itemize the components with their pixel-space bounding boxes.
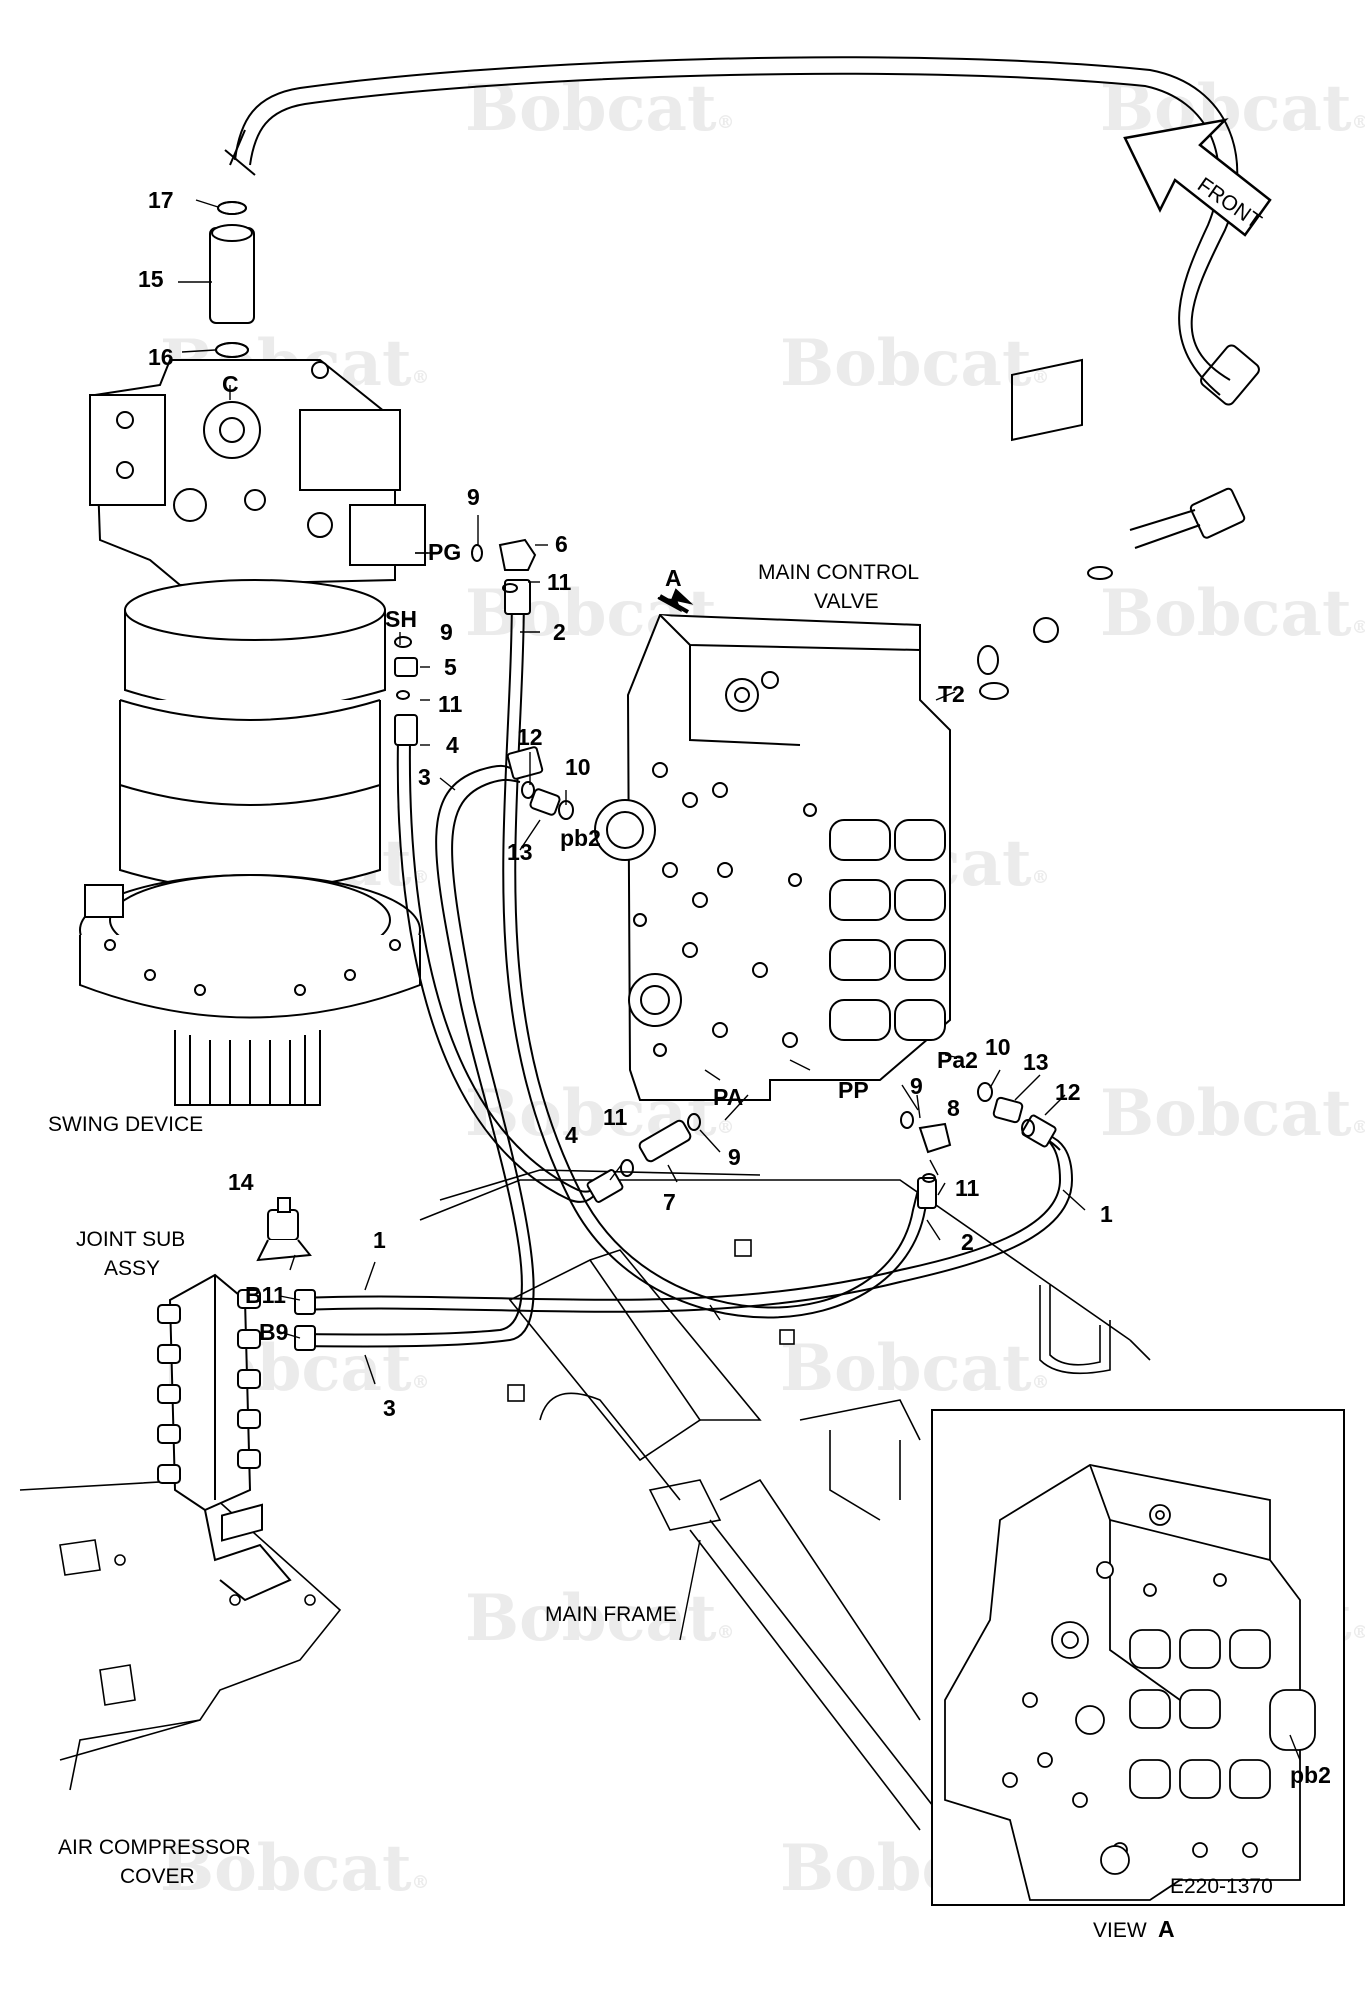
watermark-reg-mark: ®	[1032, 867, 1050, 888]
hose-to-t2	[224, 56, 1260, 675]
joint-sub-assy-label-line1: JOINT SUB	[76, 1228, 185, 1251]
watermark-reg-mark: ®	[1032, 367, 1050, 388]
watermark-reg-mark: ®	[1352, 1622, 1365, 1643]
watermark-text: Bobcat®	[1100, 576, 1365, 651]
callout-4-upper: 4	[446, 732, 459, 758]
watermark-reg-mark: ®	[1352, 617, 1365, 638]
drawing-number: E220-1370	[1170, 1875, 1273, 1898]
callout-3-lower: 3	[383, 1395, 396, 1421]
view-a-inset	[931, 1409, 1345, 1906]
callout-6: 6	[555, 531, 568, 557]
callout-2-upper: 2	[553, 619, 566, 645]
watermark-reg-mark: ®	[1352, 1117, 1365, 1138]
joint-sub-assy	[157, 1197, 312, 1602]
watermark-reg-mark: ®	[412, 1372, 430, 1393]
text-labels: SWING DEVICE MAIN CONTROL VALVE JOINT SU…	[48, 561, 1273, 1942]
callout-3-upper: 3	[418, 764, 431, 790]
watermark-reg-mark: ®	[412, 367, 430, 388]
callout-7: 7	[663, 1189, 676, 1215]
callout-17: 17	[148, 187, 174, 213]
callout-9-sh: 9	[440, 619, 453, 645]
main-control-valve-label-line1: MAIN CONTROL	[758, 561, 919, 584]
watermark-reg-mark: ®	[717, 1622, 735, 1643]
watermark-text: Bobcat®	[780, 1331, 1050, 1406]
callout-1-right: 1	[1100, 1201, 1113, 1227]
callout-1-left: 1	[373, 1227, 386, 1253]
callout-4-lower: 4	[565, 1122, 578, 1148]
view-a-caption-prefix: VIEW	[1093, 1919, 1147, 1942]
callout-9-pa: 9	[728, 1144, 741, 1170]
callout-10-upper: 10	[565, 754, 591, 780]
port-b9-label: B9	[259, 1319, 288, 1345]
port-labels: C PG SH T2 pb2 PA PP Pa2 B11 B9 pb2	[222, 371, 1331, 1788]
port-pb2-label: pb2	[560, 825, 601, 851]
joint-sub-assy-label-line2: ASSY	[104, 1257, 160, 1280]
watermark-reg-mark: ®	[1352, 112, 1365, 133]
watermark-reg-mark: ®	[1032, 1372, 1050, 1393]
watermark-reg-mark: ®	[717, 112, 735, 133]
port-pa-label: PA	[713, 1084, 743, 1110]
port-c-label: C	[222, 371, 239, 397]
watermark-text: Bobcat®	[780, 326, 1050, 401]
watermark-reg-mark: ®	[717, 1117, 735, 1138]
leader-lines	[178, 199, 1086, 1641]
callout-12-lower: 12	[1055, 1079, 1081, 1105]
callout-11-lower-right: 11	[955, 1175, 980, 1201]
port-pg-label: PG	[428, 539, 461, 565]
view-a-arrow-letter: A	[665, 565, 682, 591]
watermark-reg-mark: ®	[412, 1872, 430, 1893]
main-control-valve-label-line2: VALVE	[814, 590, 879, 613]
view-a-arrow: A	[657, 565, 694, 614]
callout-9-pp: 9	[910, 1073, 923, 1099]
main-control-valve	[594, 613, 951, 1101]
view-a-arrow-shape	[657, 588, 694, 613]
watermark-text: Bobcat®	[160, 1831, 430, 1906]
main-frame-label: MAIN FRAME	[545, 1603, 677, 1626]
port-sh-label: SH	[385, 606, 417, 632]
view-a-port-pb2-label: pb2	[1290, 1762, 1331, 1788]
hose-lines	[299, 587, 1074, 1348]
o-rings	[215, 201, 1035, 1183]
callout-5: 5	[444, 654, 457, 680]
callout-13-lower: 13	[1023, 1049, 1049, 1075]
swing-device-label: SWING DEVICE	[48, 1113, 203, 1136]
watermark-text: Bobcat®	[1100, 1076, 1365, 1151]
callout-13-upper: 13	[507, 839, 533, 865]
callout-8: 8	[947, 1095, 960, 1121]
callout-9-upper: 9	[467, 484, 480, 510]
callout-11-sh: 11	[438, 691, 463, 717]
callout-2-lower: 2	[961, 1229, 974, 1255]
swing-device	[79, 201, 426, 1106]
callout-11-pa: 11	[603, 1104, 628, 1130]
item-callouts: 17 15 16 9 6 11 2 9 5 11 4 3 12 10 13 10…	[138, 187, 1113, 1421]
callout-16: 16	[148, 344, 174, 370]
callout-12-upper: 12	[517, 724, 543, 750]
front-arrow-outline	[1123, 118, 1272, 237]
hose-fittings	[294, 538, 1057, 1351]
port-pp-label: PP	[838, 1077, 869, 1103]
callout-15: 15	[138, 266, 164, 292]
callout-10-lower: 10	[985, 1034, 1011, 1060]
view-a-valve-drawing	[944, 1464, 1316, 1901]
air-compressor-cover-label-line1: AIR COMPRESSOR	[58, 1836, 251, 1859]
air-compressor-cover-label-line2: COVER	[120, 1865, 195, 1888]
port-pa2-label: Pa2	[937, 1047, 978, 1073]
port-t2-label: T2	[938, 681, 965, 707]
view-a-caption-letter: A	[1158, 1916, 1175, 1942]
watermark-text: Bobcat®	[465, 71, 735, 146]
callout-11-upper: 11	[547, 569, 572, 595]
port-b11-label: B11	[245, 1282, 286, 1308]
callout-14: 14	[228, 1169, 254, 1195]
